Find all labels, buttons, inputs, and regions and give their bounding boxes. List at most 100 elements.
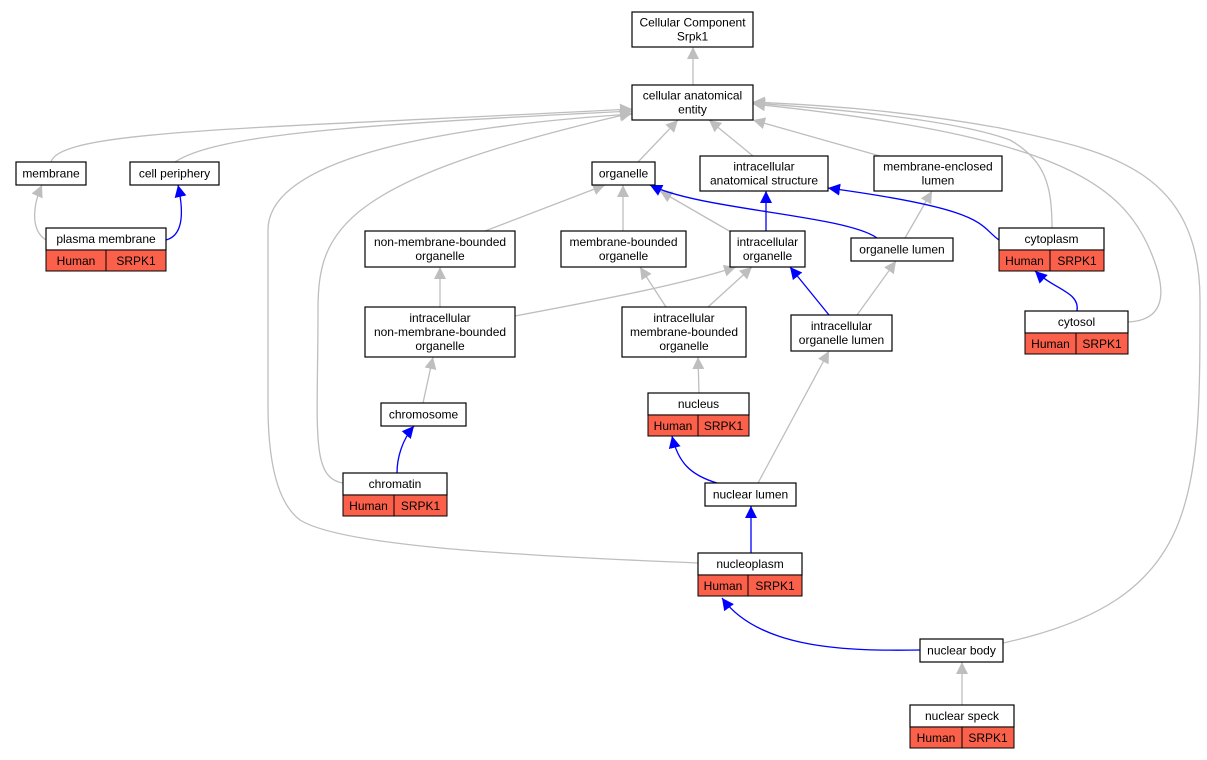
edge-path [649,184,878,239]
edge-path [827,183,1000,241]
node-box [380,402,467,427]
node-chromosome[interactable]: chromosome [380,402,467,427]
edge-nuclear_body-to-nucleoplasm [721,597,921,651]
edge-path [752,97,1053,229]
species-label: Human [1005,254,1044,268]
node-box [631,84,754,121]
node-label: organelle [415,249,465,263]
node-label: intracellular [409,311,470,325]
edge-nuclear_lumen-to-nucleus [668,435,718,484]
gene-cell [105,249,167,272]
node-label: intracellular [653,311,714,325]
edge-path [721,597,921,651]
edge-iol-to-io [789,266,830,316]
node-label: anatomical structure [710,174,818,188]
edge-organelle_lumen-to-mel [904,190,933,239]
gene-label: SRPK1 [116,254,156,268]
node-box [560,230,687,268]
node-label: nuclear lumen [713,488,788,502]
edge-imbo-to-io [707,266,753,308]
node-nuclear-body[interactable]: nuclear body [919,638,1004,663]
edge-path [484,183,606,232]
node-cell-periphery[interactable]: cell periphery [129,161,220,186]
edge-path [692,356,705,394]
node-organelle[interactable]: organelle [591,161,656,186]
edge-chromatin-to-chromosome [396,425,415,474]
node-label: intracellular [733,160,794,174]
node-inmbo[interactable]: intracellularnon-membrane-boundedorganel… [364,306,516,358]
species-label: Human [57,254,96,268]
edge-mel-to-cae [752,117,881,157]
node-label: non-membrane-bounded [374,325,506,339]
node-label: chromatin [369,477,422,491]
edge-path [31,184,47,241]
node-box [364,306,516,358]
node-label: nuclear speck [925,709,1000,723]
edge-cell_periphery-to-cae [174,105,633,163]
gene-label: SRPK1 [401,499,441,513]
edge-nucleus-to-imbo [692,356,705,394]
edge-path [174,105,633,163]
edge-inmbo-to-io [514,264,737,317]
edge-nmbo-to-organelle [484,183,606,232]
edge-cytosol-to-cae [752,99,1162,323]
node-box [704,482,797,507]
gene-label: SRPK1 [1082,337,1122,351]
edge-io-to-organelle [659,190,732,233]
node-label: cytosol [1058,315,1095,329]
gene-cell [961,726,1015,749]
node-label: membrane-bounded [569,235,677,249]
edge-path [708,119,754,157]
edge-path [668,435,718,484]
node-label: organelle [659,339,709,353]
edge-organelle_lumen-to-organelle [649,184,878,239]
edge-nuclear_lumen-to-iol [757,350,830,484]
edge-path [752,117,881,157]
edge-path [752,99,1162,323]
edge-chromatin-to-cae [316,109,633,484]
node-label: organelle [415,339,465,353]
edge-path [904,190,933,239]
node-box [850,237,954,262]
node-box [729,230,806,268]
edge-cytoplasm-to-cae [752,97,1053,229]
species-label: Human [1031,337,1070,351]
node-label: entity [678,103,707,117]
edge-path [856,260,897,316]
gene-label: SRPK1 [704,419,744,433]
node-label: organelle [599,167,649,181]
edge-path [757,350,830,484]
gene-label: SRPK1 [755,579,795,593]
node-label: membrane-enclosed [883,160,992,174]
edge-path [639,266,667,308]
node-membrane[interactable]: membrane [15,161,87,186]
node-label: lumen [922,174,955,188]
edge-path [50,103,633,163]
edge-cytoplasm-to-ias [827,183,1000,241]
node-organelle-lumen[interactable]: organelle lumen [850,237,954,262]
edge-path [316,109,633,484]
node-label: intracellular [811,319,872,333]
edge-path [789,266,830,316]
node-label: nuclear body [927,644,996,658]
gene-cell [747,574,803,597]
node-box [699,155,829,192]
node-nuclear-lumen[interactable]: nuclear lumen [704,482,797,507]
edge-path [514,264,737,317]
